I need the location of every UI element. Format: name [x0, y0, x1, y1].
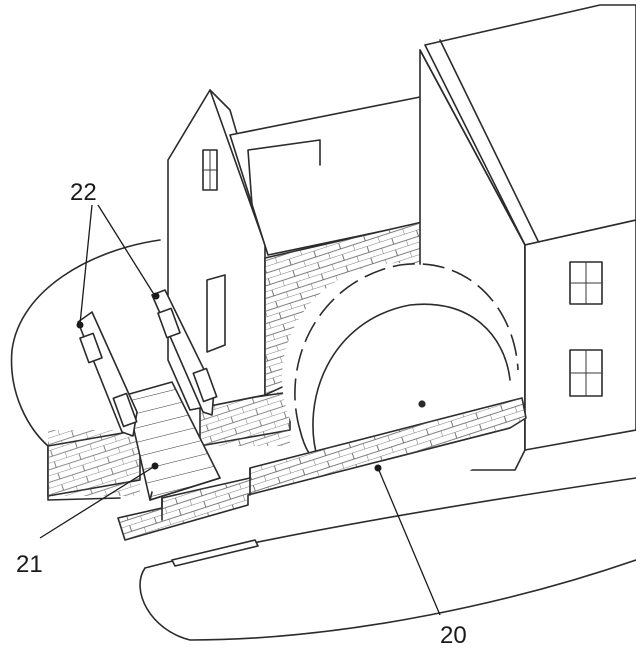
house-window-lower — [569, 349, 603, 397]
callout-21: 21 — [16, 462, 159, 578]
mill-gable-wall — [167, 89, 269, 411]
callout-22: 22 — [70, 179, 160, 329]
callout-label-21: 21 — [16, 551, 43, 578]
part-22-railing-left — [77, 311, 138, 437]
callout-20: 20 — [374, 464, 467, 649]
small-strip-piece — [171, 539, 259, 567]
house-window-upper — [569, 261, 603, 305]
part-21-bridge-deck — [125, 381, 221, 501]
callout-label-20: 20 — [440, 622, 467, 649]
part-20-channel-wall — [117, 397, 527, 541]
part-22-railing-right — [151, 289, 218, 416]
wheel-axle-hole — [418, 400, 426, 408]
callout-label-22: 22 — [70, 179, 97, 206]
